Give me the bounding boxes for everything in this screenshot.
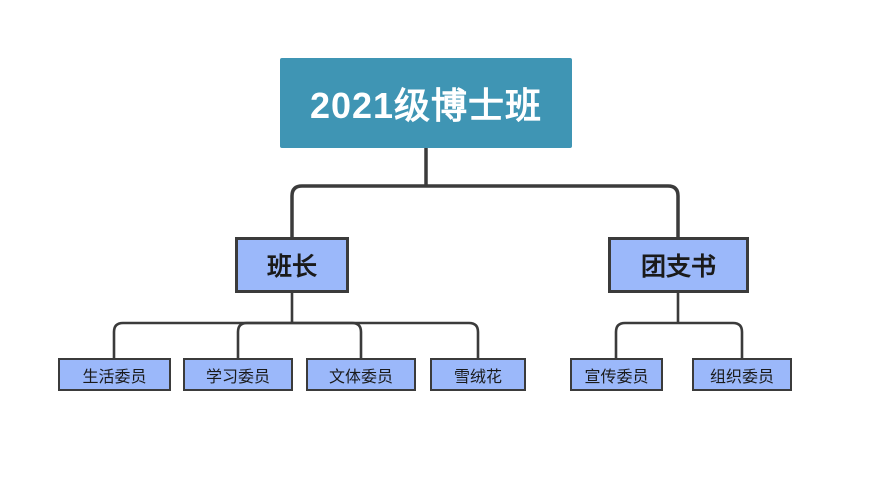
node-study-committee-label: 学习委员 (205, 368, 270, 386)
node-study-committee[interactable]: 学习委员 (183, 358, 293, 391)
node-life-committee-label: 生活委员 (82, 368, 147, 386)
connector-secretary-to-organization (678, 321, 744, 358)
connector-monitor-to-arts-sports (292, 321, 363, 358)
node-class-monitor[interactable]: 班长 (235, 237, 349, 293)
node-life-committee[interactable]: 生活委员 (58, 358, 171, 391)
node-league-secretary-label: 团支书 (640, 253, 716, 281)
connector-secretary-to-publicity (614, 321, 678, 358)
node-organization-committee-label: 组织委员 (709, 368, 774, 386)
node-arts-sports-committee[interactable]: 文体委员 (306, 358, 416, 391)
node-publicity-committee-label: 宣传委员 (584, 368, 649, 386)
node-edelweiss-label: 雪绒花 (453, 368, 502, 386)
connector-monitor-to-study (236, 321, 292, 358)
node-publicity-committee[interactable]: 宣传委员 (570, 358, 663, 391)
node-organization-committee[interactable]: 组织委员 (692, 358, 792, 391)
connector-root-to-monitor (290, 184, 426, 237)
node-class-monitor-label: 班长 (266, 253, 317, 281)
connector-monitor-to-life (112, 321, 292, 358)
node-root[interactable]: 2021级博士班 (280, 58, 572, 148)
node-arts-sports-committee-label: 文体委员 (328, 368, 393, 386)
node-league-secretary[interactable]: 团支书 (608, 237, 749, 293)
node-edelweiss[interactable]: 雪绒花 (430, 358, 526, 391)
connector-monitor-to-edelweiss (292, 321, 480, 358)
connector-root-to-secretary (426, 184, 680, 237)
node-root-label: 2021级博士班 (309, 85, 543, 126)
